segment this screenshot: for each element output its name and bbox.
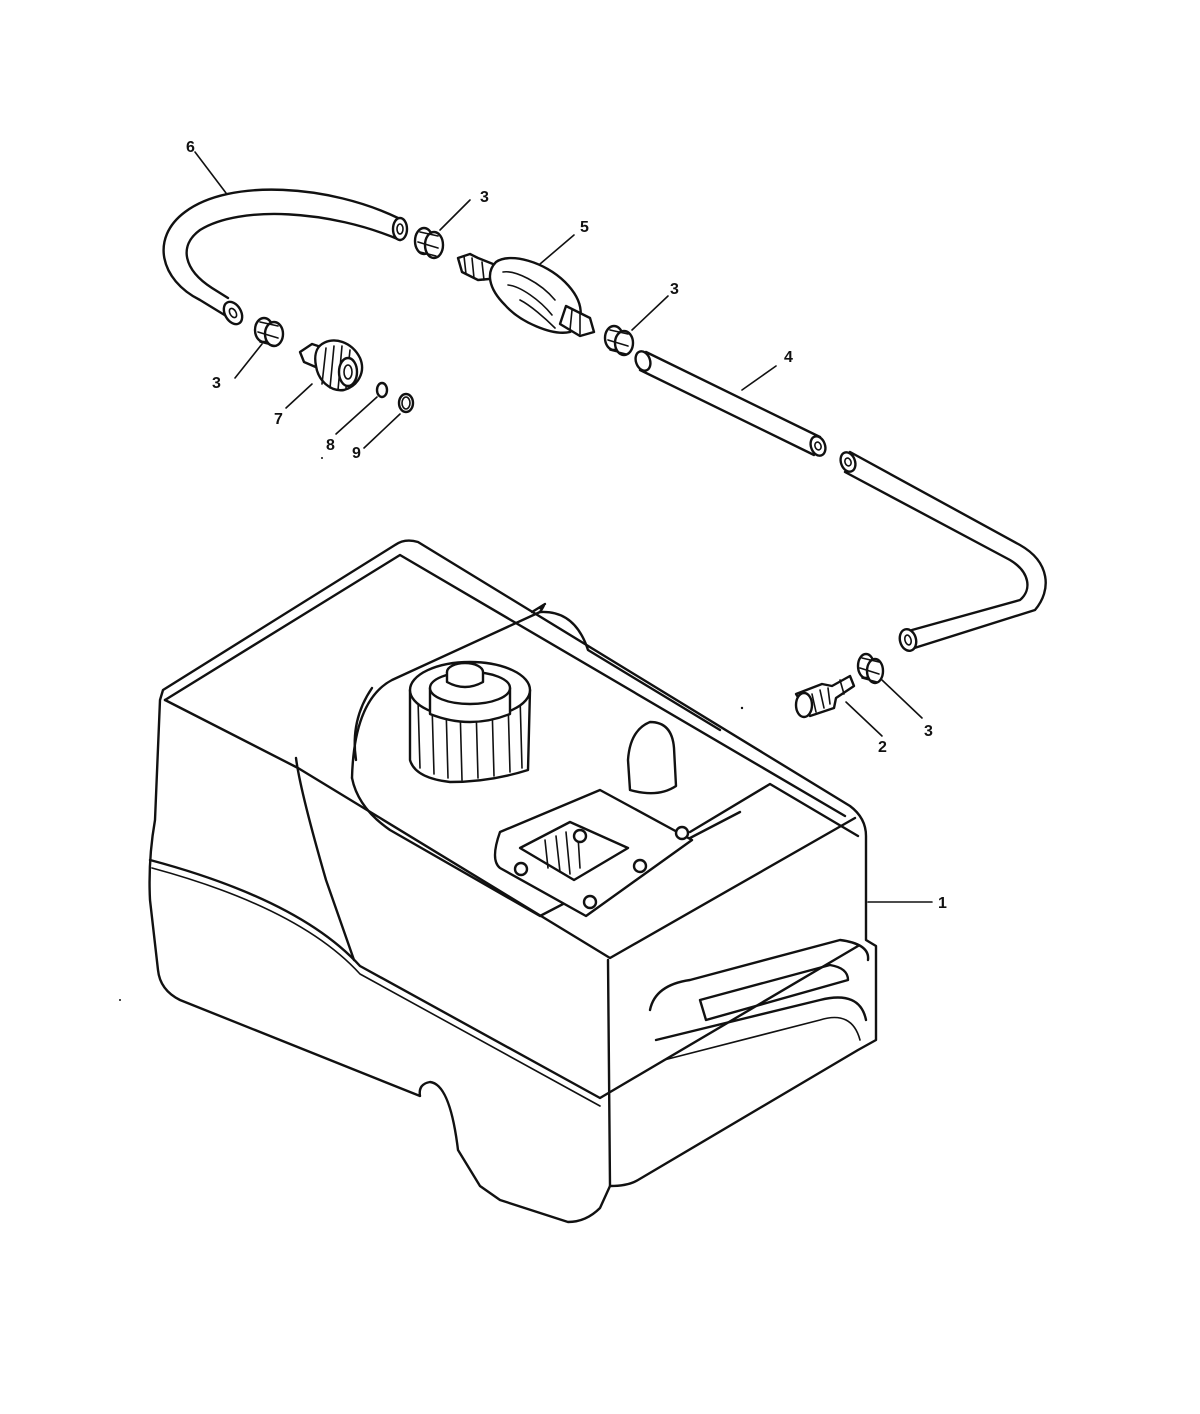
callout-part-4: 4 <box>784 349 793 366</box>
callout-part-7: 7 <box>274 411 283 428</box>
part-3-clamp-lower <box>856 652 885 685</box>
callout-part-3-left: 3 <box>212 375 221 392</box>
callout-part-9: 9 <box>352 445 361 462</box>
callout-part-3-upper: 3 <box>480 189 489 206</box>
leader-lines <box>194 151 933 903</box>
scan-dot <box>740 706 744 710</box>
callout-part-1: 1 <box>938 895 947 912</box>
part-6-hose <box>162 188 409 326</box>
callout-part-3-middle: 3 <box>670 281 679 298</box>
part-7-connector <box>298 339 364 392</box>
callout-part-6: 6 <box>186 139 195 156</box>
callout-part-8: 8 <box>326 437 335 454</box>
scan-dot <box>321 457 323 459</box>
part-2-fitting <box>794 674 856 719</box>
callout-labels: 1 2 3 3 3 3 4 5 6 7 8 9 <box>186 139 947 912</box>
callout-part-2: 2 <box>878 739 887 756</box>
scan-dot <box>119 999 121 1001</box>
part-4-hose <box>634 350 1047 653</box>
part-1-fuel-tank <box>148 539 878 1224</box>
part-3-clamp-left <box>253 316 285 348</box>
callout-part-3-lower: 3 <box>924 723 933 740</box>
callout-part-5: 5 <box>580 219 589 236</box>
part-3-clamp-upper <box>413 226 445 260</box>
part-3-clamp-middle <box>603 324 635 357</box>
part-9-o-ring <box>397 392 415 414</box>
part-8-o-ring <box>375 381 389 399</box>
part-5-primer-bulb <box>456 252 596 338</box>
